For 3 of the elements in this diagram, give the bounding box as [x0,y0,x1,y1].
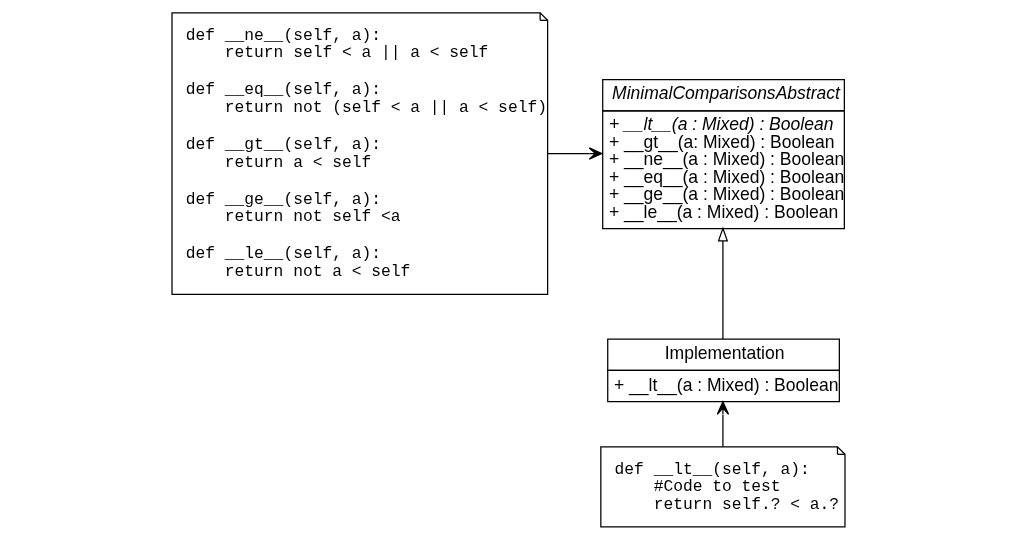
arrow [547,147,603,160]
arrow [716,401,730,448]
arrow [717,226,729,340]
